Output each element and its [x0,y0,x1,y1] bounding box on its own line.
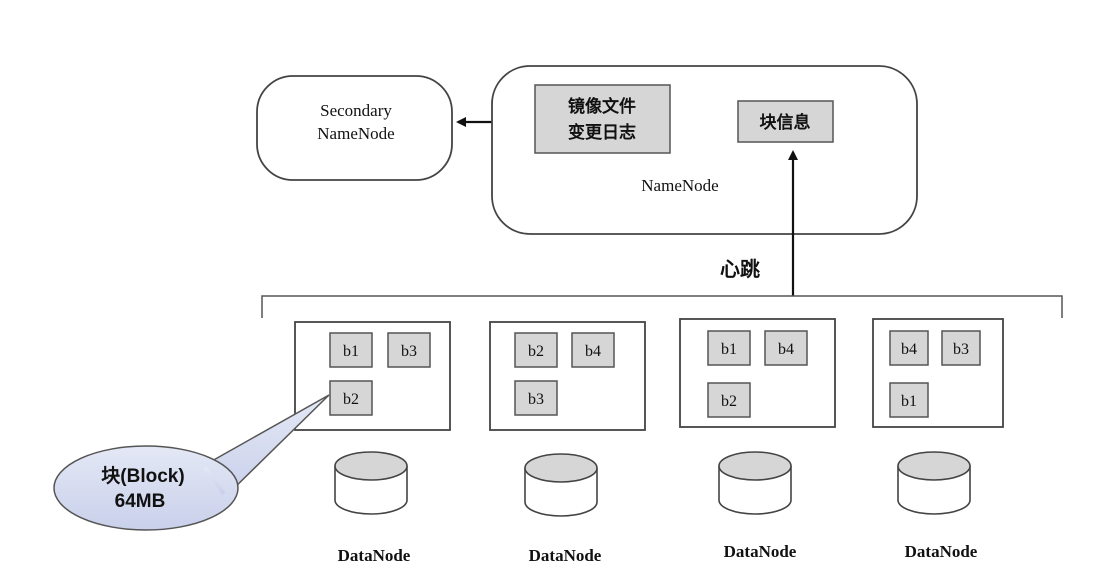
block-tile [571,332,615,368]
disk-icon [334,451,408,515]
block-tile [514,380,558,416]
block-tile [514,332,558,368]
datanode-2-label: DataNode [529,546,602,565]
block-tile [889,330,929,366]
callout-label-line2: 64MB [115,491,166,512]
block-tile [387,332,431,368]
image-file-label: 镜像文件 [568,96,636,117]
secondary-namenode-label-line2: NameNode [317,124,394,143]
datanode-group-bracket [261,295,1063,318]
block-label: b3 [401,343,417,360]
block-label: b3 [528,391,544,408]
block-info-box [737,100,834,143]
block-label: b4 [585,343,601,360]
namenode-label: NameNode [641,176,718,195]
datanode-1: b1 b3 b2 [294,321,451,431]
datanode-3-label: DataNode [724,542,797,561]
block-tile [764,330,808,366]
block-label: b2 [721,393,737,410]
secondary-namenode-label-line1: Secondary [320,101,392,120]
namenode: 镜像文件 变更日志 块信息 NameNode [491,65,918,235]
block-callout: 块(Block) 64MB [53,394,330,531]
datanode-2-block-box [489,321,646,431]
block-tile [707,382,751,418]
block-label: b3 [953,341,969,358]
block-label: b1 [343,343,359,360]
datanode-3: b1 b4 b2 [679,318,836,428]
block-tile [329,332,373,368]
block-tile [329,380,373,416]
block-label: b4 [778,341,794,358]
block-label: b1 [721,341,737,358]
disk-icon [718,451,792,515]
block-tile [889,382,929,418]
disk-icon [897,451,971,515]
block-label: b2 [343,391,359,408]
edit-log-label: 变更日志 [568,122,636,143]
disk-icon [524,453,598,517]
block-label: b4 [901,341,917,358]
block-label: b1 [901,393,917,410]
datanode-1-label: DataNode [338,546,411,565]
block-info-label: 块信息 [760,112,811,133]
datanode-4-label: DataNode [905,542,978,561]
block-tile [707,330,751,366]
image-file-edit-log-box [534,84,671,154]
callout-label-line1: 块(Block) [101,465,184,487]
heartbeat-label: 心跳 [720,257,760,281]
block-label: b2 [528,343,544,360]
block-tile [941,330,981,366]
datanode-3-block-box [679,318,836,428]
datanode-4: b4 b3 b1 [872,318,1004,428]
datanode-2: b2 b4 b3 [489,321,646,431]
secondary-namenode: Secondary NameNode [256,75,453,181]
